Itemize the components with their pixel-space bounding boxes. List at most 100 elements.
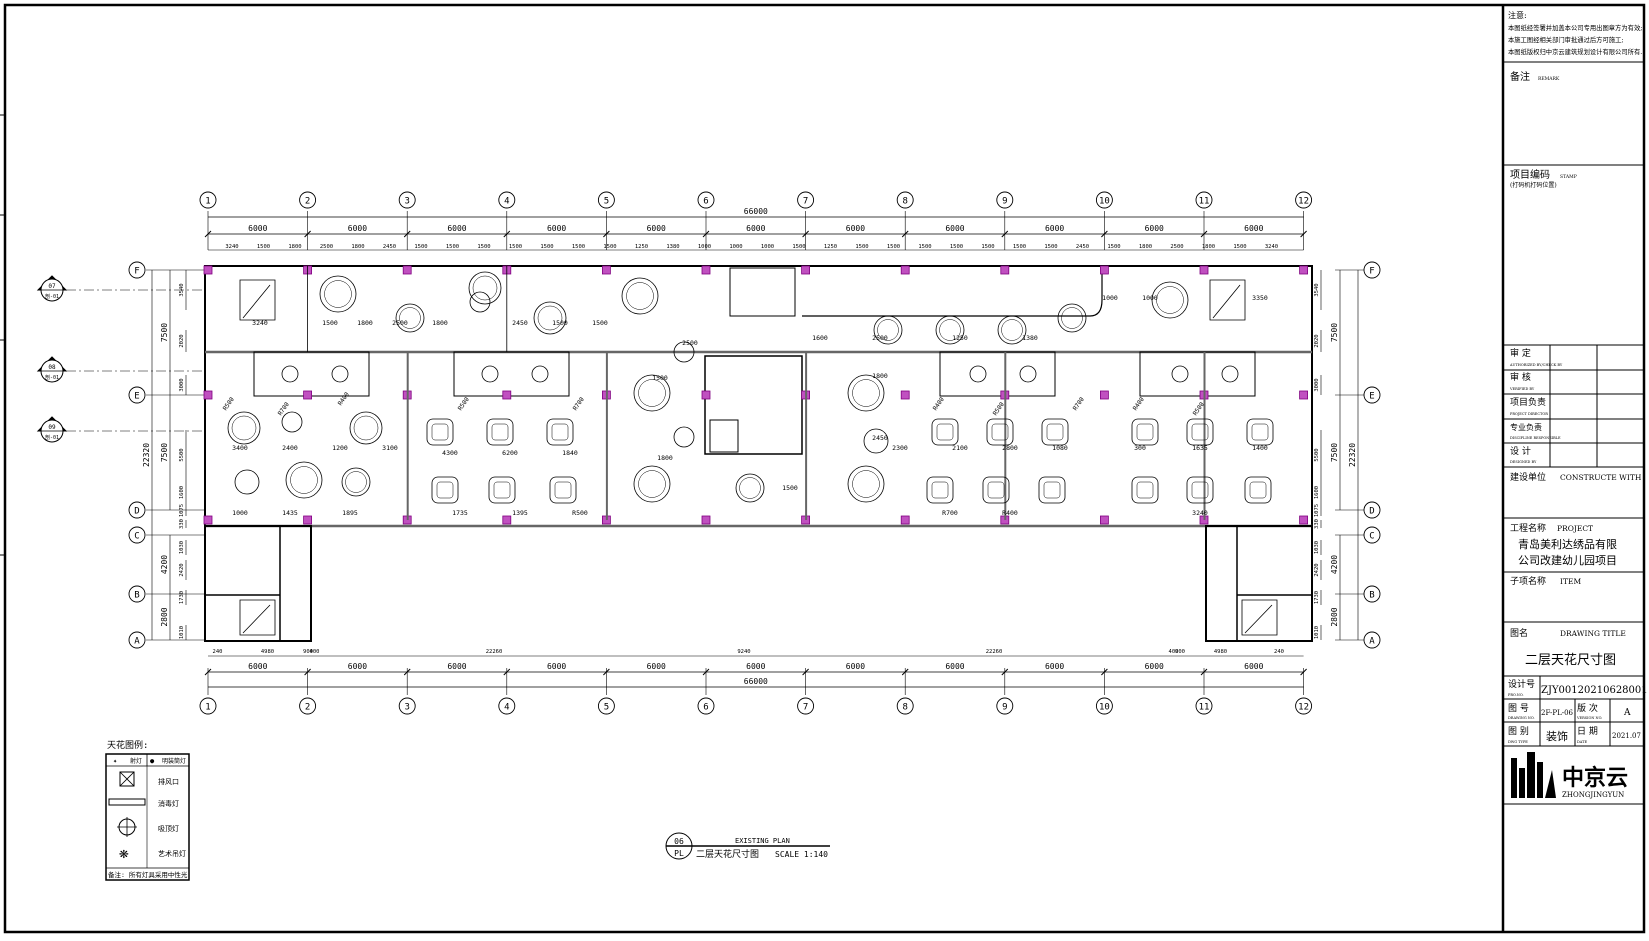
ceiling-light-icon: [621, 277, 659, 315]
dimension-label: 3000: [1314, 378, 1320, 391]
axis-bubble-3: [398, 191, 416, 209]
room-dimension: 2500: [392, 319, 408, 327]
room-dimension: 2800: [1002, 444, 1018, 452]
room-dim-label: 2500: [1170, 244, 1183, 250]
square-light-icon: [1041, 418, 1069, 446]
project-name-2: 公司改建幼儿园项目: [1518, 553, 1617, 567]
chandelier-icon: ❋: [119, 843, 129, 862]
room-dimension: 1895: [342, 509, 358, 517]
dimension-label: 1030: [179, 541, 185, 554]
bottom-dim-label: 4980: [261, 649, 274, 655]
legend-item-1: 消毒灯: [158, 799, 179, 808]
room-dim-label: 1500: [1013, 244, 1026, 250]
dimension-tick: [204, 668, 212, 676]
ceiling-light-icon: [468, 271, 502, 305]
dimension-label: 66000: [744, 207, 768, 216]
room-dimension: 6200: [502, 449, 518, 457]
dimension-label: 6000: [1145, 662, 1164, 671]
dimension-label: 1730: [179, 591, 185, 604]
axis-label-7: 7: [803, 197, 808, 207]
bottom-dim-label: 400: [310, 649, 320, 655]
project-code-label: 项目编码: [1510, 168, 1550, 181]
dimension-label: 6000: [746, 224, 765, 233]
axis-bubble-A: [128, 631, 146, 649]
ceiling-light-icon: [281, 365, 299, 383]
room-dimension: 3400: [232, 444, 248, 452]
room-dimension: 1800: [357, 319, 373, 327]
axis-label-C: C: [134, 532, 139, 542]
axis-bubble-5: [597, 191, 615, 209]
column-marker: [1199, 265, 1209, 275]
dimension-label: 6000: [945, 224, 964, 233]
sheet-no: 2F-PL-06: [1541, 709, 1574, 717]
ceiling-light-inner: [324, 280, 352, 308]
dimension-tick: [304, 668, 311, 676]
room-dim-label: 1500: [572, 244, 585, 250]
axis-bubble-12: [1295, 697, 1313, 715]
axis-bubble-D: [128, 501, 146, 519]
approve-2-cn: 项目负责: [1510, 396, 1546, 408]
room-dimension: 2500: [682, 339, 698, 347]
axis-bubble-8: [896, 697, 914, 715]
room-dim-label: 1000: [729, 244, 742, 250]
room-dim-label: 1500: [603, 244, 616, 250]
ceiling-light-icon: [341, 467, 371, 497]
square-light-inner: [1046, 423, 1064, 441]
square-light-icon: [1246, 418, 1274, 446]
square-light-icon: [1131, 418, 1159, 446]
room-dimension: R500: [572, 509, 588, 517]
dimension-label: 66000: [744, 677, 768, 686]
room-dim-label: 1500: [509, 244, 522, 250]
axis-label-9: 9: [1002, 703, 1007, 713]
central-core-lift: [709, 419, 739, 453]
square-light-inner: [936, 423, 954, 441]
square-light-inner: [436, 481, 454, 499]
legend-item-0: 排风口: [158, 777, 179, 786]
room-dim-label: 3240: [225, 244, 238, 250]
ceiling-light-icon: [969, 365, 987, 383]
uv-lamp-icon: [108, 798, 146, 806]
room-dimension: 1800: [432, 319, 448, 327]
room-dimension: 1600: [812, 334, 828, 342]
right-wing: [1205, 525, 1313, 642]
legend-frame: [105, 753, 190, 881]
ceiling-light-icon: [673, 426, 695, 448]
ceiling-light-icon: [1057, 303, 1087, 333]
approve-0-cn: 审 定: [1510, 347, 1531, 359]
ceiling-light-inner: [877, 319, 899, 341]
ceiling-light-inner: [638, 379, 666, 407]
axis-label-2: 2: [305, 703, 310, 713]
column-marker: [900, 390, 910, 400]
room-dim-label: 1380: [666, 244, 679, 250]
dimension-label: 330: [1314, 519, 1320, 529]
square-light-icon: [1038, 476, 1066, 504]
dimension-label: 22320: [1348, 443, 1357, 467]
dimension-label: 4200: [1330, 555, 1339, 574]
title-block: [1503, 61, 1644, 805]
axis-bubble-10: [1095, 697, 1113, 715]
axis-label-1: 1: [205, 197, 210, 207]
room-dim-label: 2450: [1076, 244, 1089, 250]
axis-bubble-12: [1295, 191, 1313, 209]
dimension-label: 6000: [1145, 224, 1164, 233]
square-light-inner: [493, 481, 511, 499]
room-dim-label: 1500: [918, 244, 931, 250]
room-dimension: 4300: [442, 449, 458, 457]
axis-label-12: 12: [1298, 197, 1309, 207]
dimension-label: 6000: [1244, 224, 1263, 233]
room-dimension: 2400: [282, 444, 298, 452]
axis-bubble-5: [597, 697, 615, 715]
room-dimension: 1000: [232, 509, 248, 517]
sheet-border: [3, 3, 1646, 934]
ceiling-light-icon: [673, 341, 695, 363]
axis-label-D: D: [134, 507, 139, 517]
ceiling-light-icon: [847, 465, 885, 503]
room-dim-label: 2500: [320, 244, 333, 250]
design-no-en: PRO.NO.: [1508, 693, 1524, 697]
date: 2021.07: [1612, 732, 1641, 740]
caption-scale: SCALE 1:140: [775, 850, 828, 859]
ceiling-light-icon: [935, 315, 965, 345]
item-en: ITEM: [1560, 577, 1581, 586]
dimension-label: 6000: [248, 224, 267, 233]
